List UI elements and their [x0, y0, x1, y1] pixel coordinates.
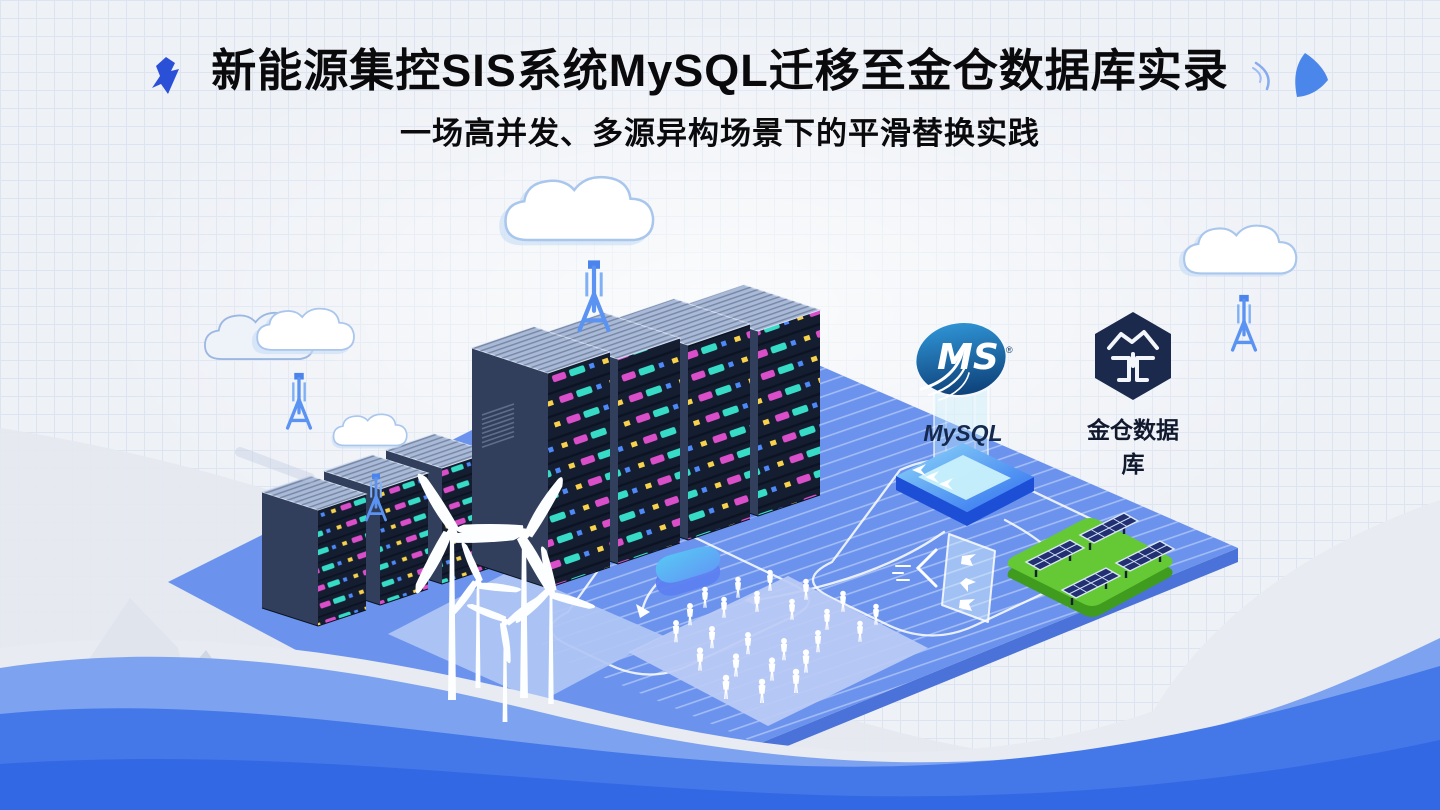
- person-figure: [735, 576, 741, 598]
- page-subtitle: 一场高并发、多源异构场景下的平滑替换实践: [400, 115, 1040, 151]
- kingbase-logo: 金仓数据库: [1083, 310, 1183, 479]
- antenna-icon: [285, 372, 313, 430]
- cloud-icon: [1183, 224, 1298, 275]
- cloud-icon: [504, 175, 655, 242]
- antenna-icon: [364, 473, 388, 522]
- antenna-icon: [577, 260, 611, 333]
- left-arrow-icon: [152, 57, 179, 94]
- antenna-icon: [1230, 294, 1258, 352]
- person-figure: [802, 649, 810, 673]
- wind-turbine-group: [415, 473, 596, 722]
- kingbase-label: 金仓数据库: [1087, 417, 1179, 477]
- antenna-masts: [285, 260, 1258, 522]
- solar-panel: [1114, 540, 1176, 578]
- migration-arrows-icon: [912, 464, 953, 490]
- wind-turbine: [415, 473, 521, 700]
- solar-panel: [1024, 539, 1086, 577]
- cloud-group: [204, 175, 1298, 522]
- crowd-group: [672, 569, 879, 703]
- person-figure: [732, 653, 740, 677]
- person-figure: [857, 620, 863, 642]
- data-disc: [655, 546, 721, 596]
- person-figure: [840, 590, 846, 612]
- crowd-patch: [628, 576, 928, 726]
- mysql-logo: MS ® MySQL: [903, 313, 1023, 447]
- mysql-trademark: ®: [1006, 345, 1013, 355]
- person-figure: [722, 674, 730, 699]
- cloud-icon: [332, 413, 408, 447]
- person-figure: [768, 657, 776, 681]
- person-figure: [754, 590, 760, 612]
- glass-arrow-panel: [892, 533, 996, 623]
- foreground-waves: [0, 500, 1440, 810]
- person-figure: [824, 608, 830, 630]
- small-server-rack-cluster: [260, 433, 492, 627]
- mysql-swoosh: [919, 347, 970, 401]
- person-figure: [721, 596, 727, 618]
- person-figure: [686, 603, 694, 626]
- person-figure: [758, 678, 766, 703]
- speed-dashes: [892, 565, 911, 581]
- person-figure: [873, 603, 879, 625]
- solar-panel: [1060, 567, 1122, 605]
- kingbase-logo-icon: [1095, 312, 1171, 400]
- right-arrows-icon: [1252, 53, 1328, 97]
- solar-panel: [1078, 512, 1140, 550]
- person-figure: [767, 569, 773, 591]
- kingbase-mark: [1107, 330, 1159, 382]
- page-title: 新能源集控SIS系统MySQL迁移至金仓数据库实录: [211, 45, 1229, 96]
- mysql-logo-icon: MS ®: [913, 320, 1013, 401]
- server-rack: [260, 475, 368, 627]
- person-figure: [789, 598, 795, 620]
- person-figure: [702, 586, 708, 608]
- wind-turbine: [466, 597, 539, 722]
- person-figure: [696, 647, 704, 671]
- person-figure: [744, 632, 752, 655]
- person-figure: [814, 630, 822, 653]
- person-figure: [792, 668, 800, 693]
- solar-station: [1007, 512, 1176, 617]
- title-block: 新能源集控SIS系统MySQL迁移至金仓数据库实录 一场高并发、多源异构场景下的…: [0, 0, 1440, 153]
- person-figure: [780, 638, 788, 661]
- person-figure: [672, 620, 680, 643]
- download-arrows-icon: [959, 554, 976, 611]
- mysql-label: MySQL: [923, 420, 1003, 446]
- mysql-monogram: MS: [937, 337, 999, 378]
- person-figure: [708, 626, 716, 649]
- person-figure: [803, 578, 809, 600]
